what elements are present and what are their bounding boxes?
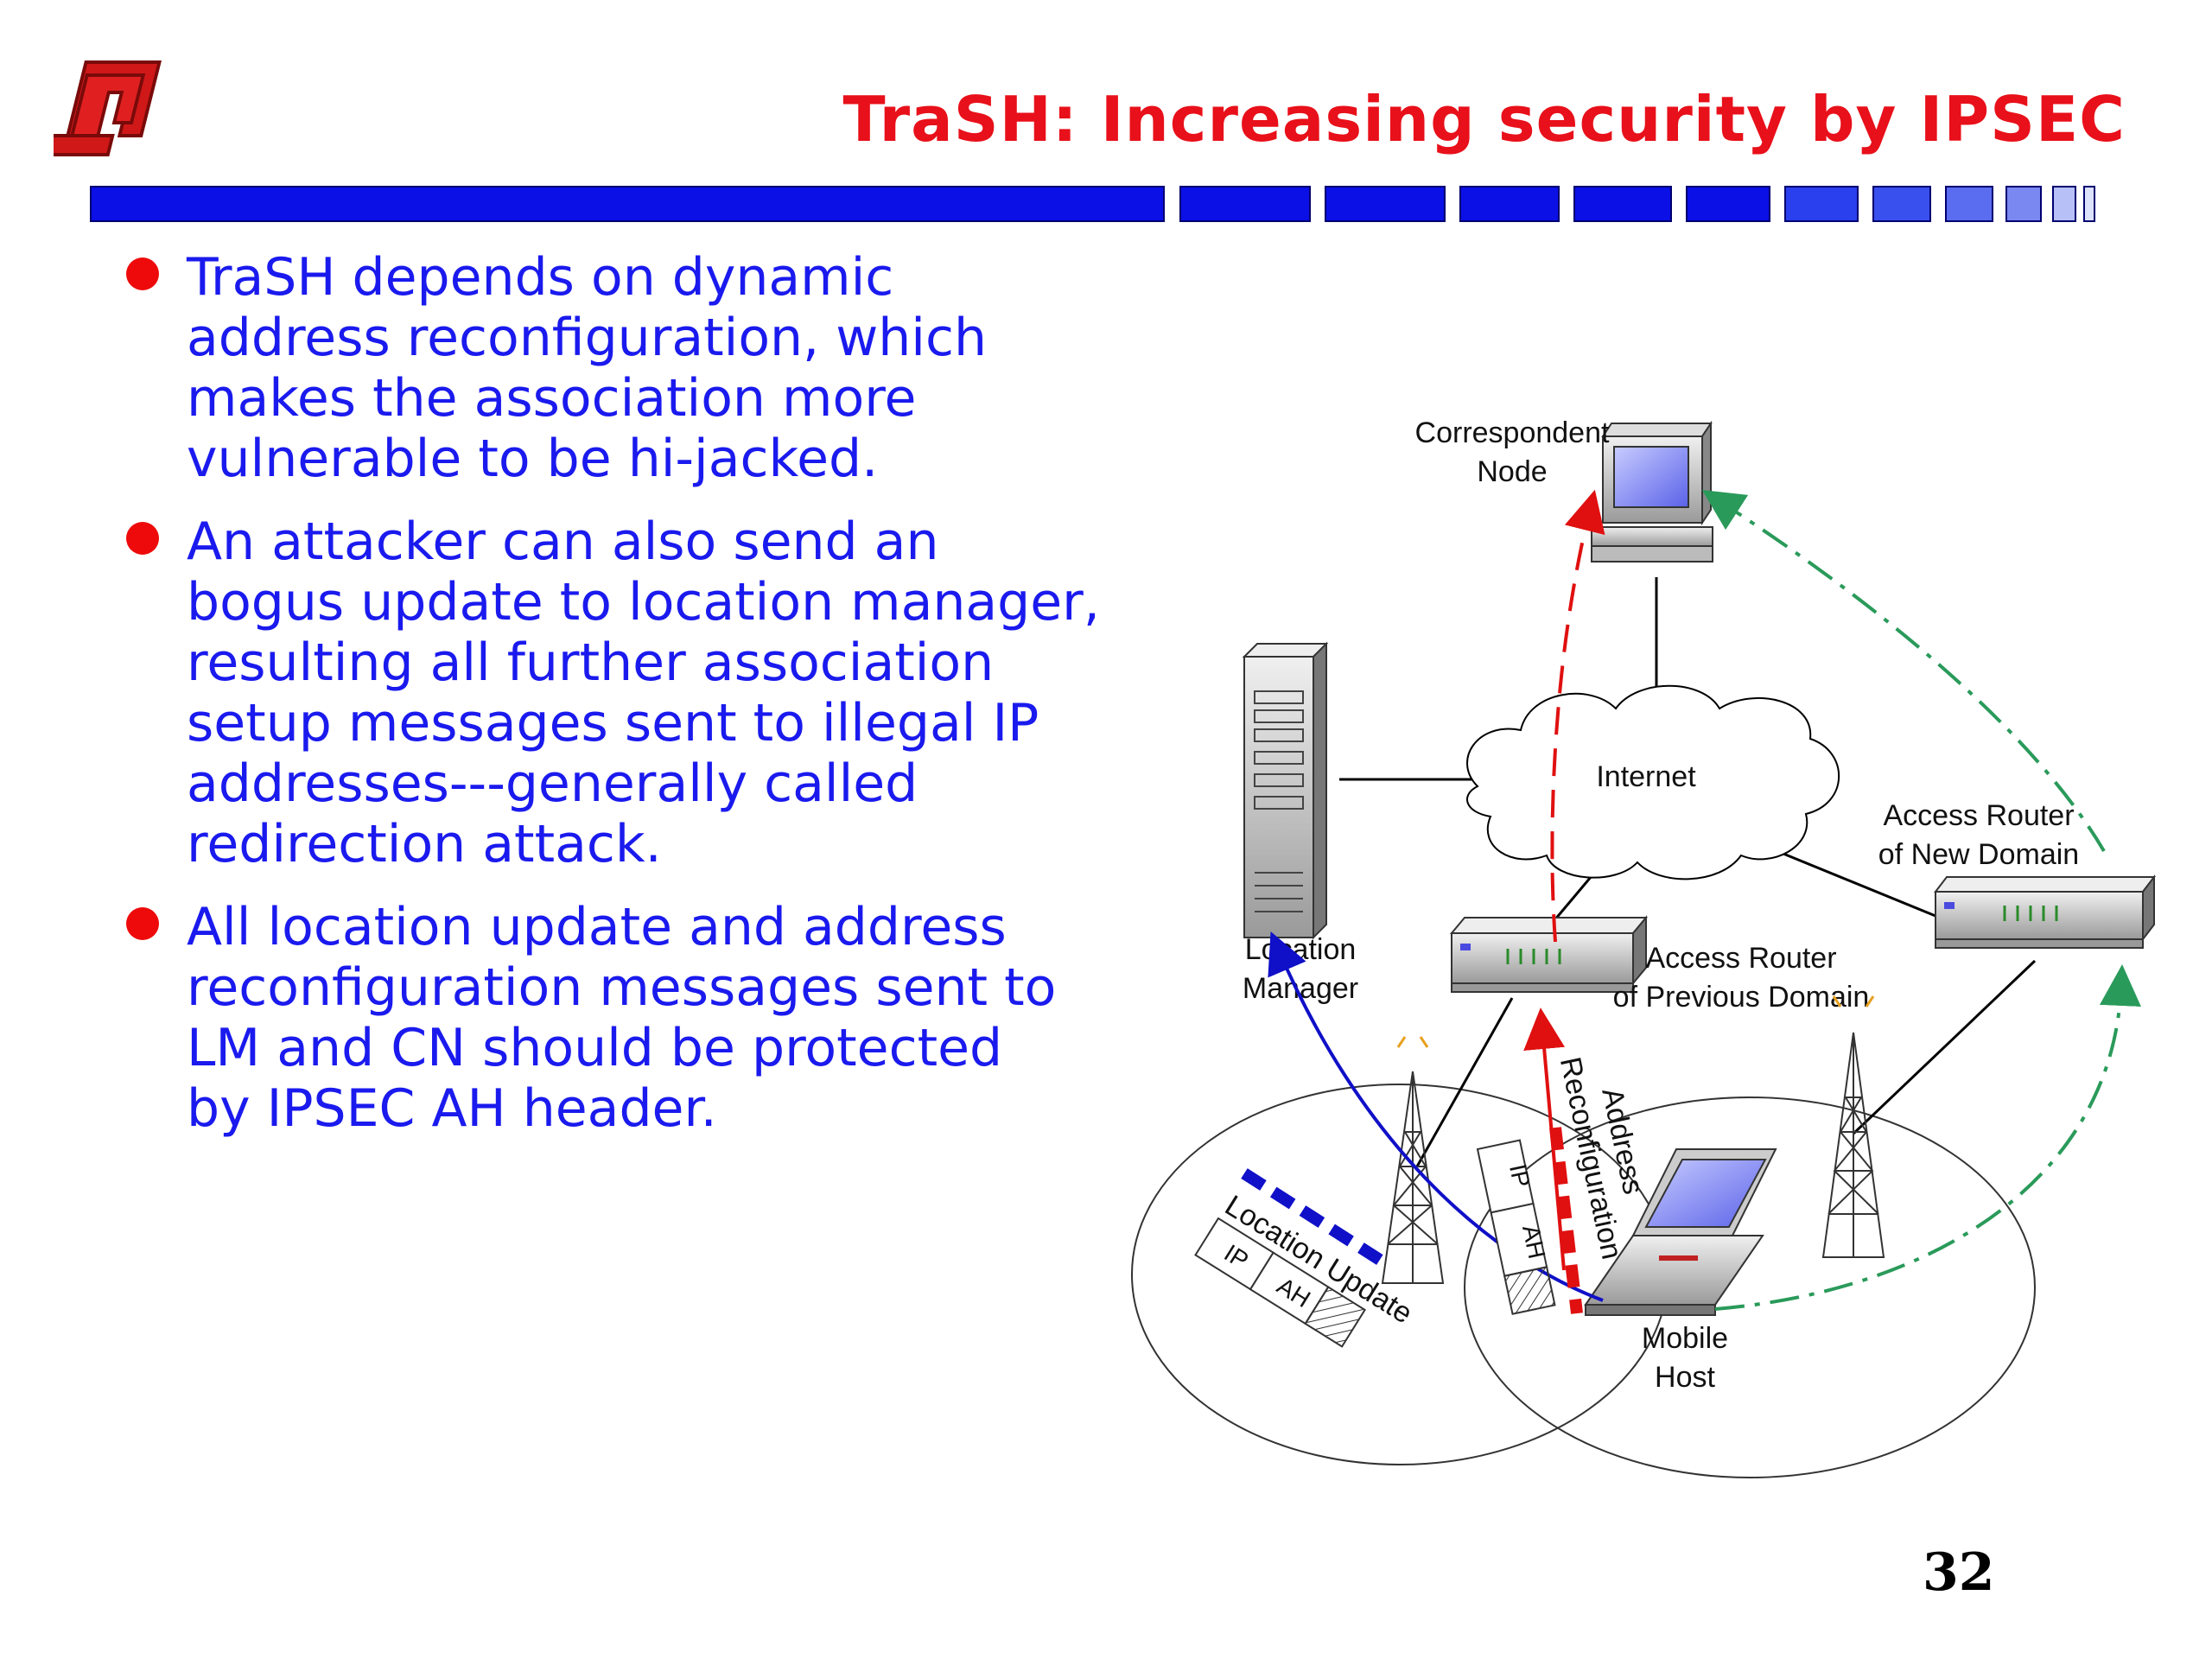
address-reconfiguration-dashes: [1549, 1127, 1583, 1314]
prev-access-router-label: of Previous Domain: [1613, 981, 1870, 1014]
binding-update-to-cn-arrow: [1701, 489, 2106, 853]
new-access-router-label: Access Router: [1883, 799, 2074, 832]
prev-domain-tower-icon: [1381, 1036, 1445, 1284]
cn-redirect-arrow: [1550, 489, 1605, 943]
bullet-item: TraSH depends on dynamic address reconfi…: [121, 247, 1106, 489]
internet-cloud: Internet: [1466, 684, 1840, 880]
bullet-item: An attacker can also send an bogus updat…: [121, 512, 1106, 874]
mobile-host-label: Host: [1655, 1361, 1715, 1394]
location-manager-label: Location: [1245, 933, 1357, 966]
page-number: 32: [1923, 1542, 1995, 1603]
new-access-router-icon: [1933, 874, 2157, 949]
bullet-dot-icon: [126, 522, 159, 555]
prev-access-router-label: Access Router: [1645, 942, 1836, 975]
university-logo: [54, 60, 162, 156]
slide-title: TraSH: Increasing security by IPSEC: [842, 83, 2126, 156]
location-update-arrow: [1268, 931, 1604, 1302]
location-manager-server-icon: [1242, 641, 1329, 940]
new-access-router-label: of New Domain: [1878, 838, 2079, 871]
internet-label: Internet: [1596, 760, 1696, 793]
link-prev-router-tower: [1415, 997, 1514, 1167]
packet-field-ip: IP: [1504, 1162, 1535, 1190]
new-domain-tower-icon: [1821, 995, 1885, 1258]
location-update-dashes: [1241, 1168, 1386, 1267]
bullet-item: All location update and address reconfig…: [121, 897, 1106, 1139]
mobile-host-label: Mobile: [1642, 1322, 1728, 1355]
link-new-router-tower: [1852, 959, 2037, 1135]
new-domain-coverage: [1464, 1096, 2036, 1478]
address-reconfiguration-packet: IP AH: [1476, 1139, 1556, 1315]
correspondent-node-computer-icon: [1591, 420, 1713, 563]
correspondent-node-label: Correspondent: [1415, 416, 1610, 449]
title-bar: [90, 186, 2095, 222]
bullet-list: TraSH depends on dynamic address reconfi…: [121, 247, 1106, 1161]
prev-access-router-icon: [1449, 915, 1649, 993]
bullet-dot-icon: [126, 257, 159, 290]
network-diagram: Internet Correspondent Node Location Man…: [1131, 416, 2157, 1478]
link-internet-new-router: [1759, 842, 1936, 918]
mobile-host-laptop-icon: [1584, 1148, 1777, 1316]
bullet-dot-icon: [126, 907, 159, 940]
binding-update-from-mh-arrow: [1714, 964, 2141, 1311]
correspondent-node-label: Node: [1477, 455, 1547, 488]
